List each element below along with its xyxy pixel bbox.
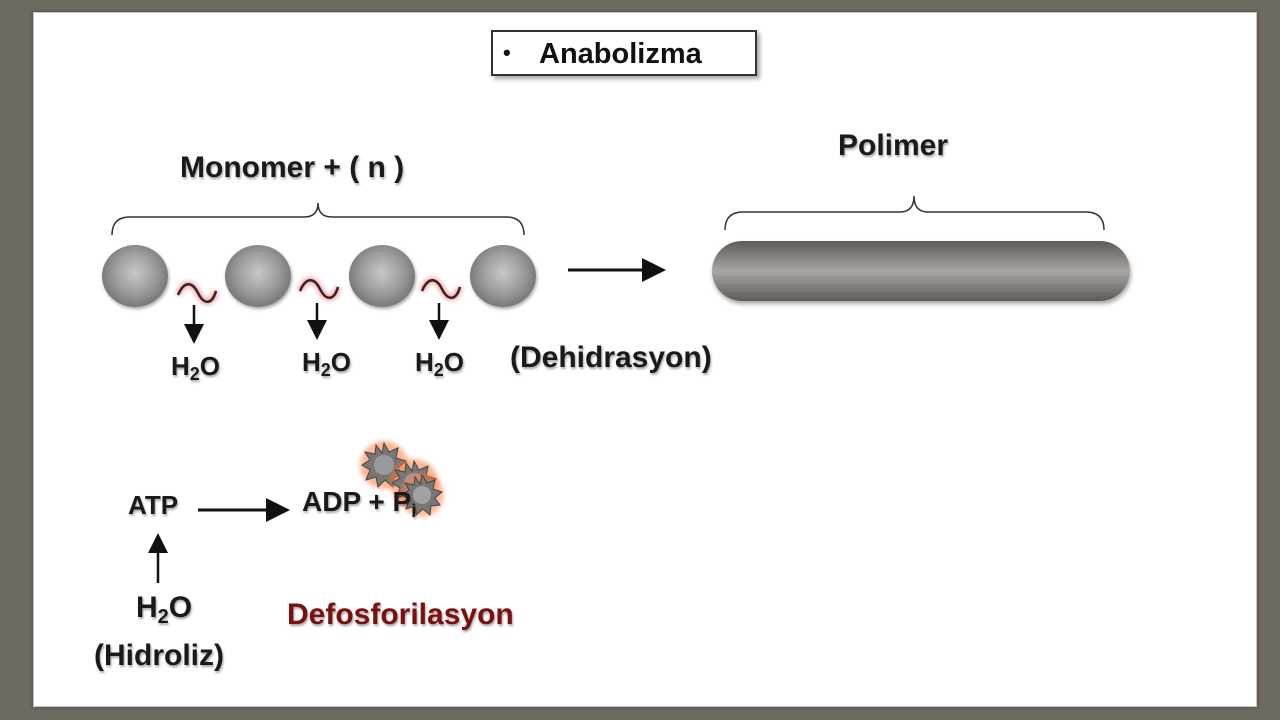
dehydration-label: (Dehidrasyon) [510, 341, 712, 374]
polymer-label: Polimer [838, 129, 949, 162]
monomer-brace [111, 202, 525, 236]
polymer-brace [724, 195, 1105, 231]
polymer-bar [712, 241, 1130, 301]
water-label-2: H2O [302, 347, 352, 380]
phosphate-burst-icon [360, 441, 444, 517]
title-text: Anabolizma [539, 38, 702, 70]
monomer-sphere-1 [102, 245, 168, 307]
diagram-lines [111, 195, 1105, 583]
title-box: • Anabolizma [491, 30, 757, 76]
bond-wave-2 [297, 277, 341, 301]
atp-label: ATP [128, 490, 179, 520]
title-bullet: • [503, 40, 511, 65]
monomer-sphere-3 [349, 245, 415, 307]
adp-pi-label: ADP + Pi [302, 486, 417, 521]
bond-wave-1 [175, 281, 219, 305]
monomer-sphere-2 [225, 245, 291, 307]
monomer-label: Monomer + ( n ) [180, 151, 405, 184]
water-label-1: H2O [171, 351, 221, 384]
water-label-3: H2O [415, 347, 465, 380]
bond-wave-3 [419, 277, 463, 301]
hydrolysis-label: (Hidroliz) [94, 639, 224, 672]
hydrolysis-water-label: H2O [136, 591, 193, 628]
slide: • Anabolizma Monomer + ( n ) Polimer [33, 12, 1257, 707]
dephosphorylation-label: Defosforilasyon [287, 598, 514, 631]
monomer-sphere-4 [470, 245, 536, 307]
